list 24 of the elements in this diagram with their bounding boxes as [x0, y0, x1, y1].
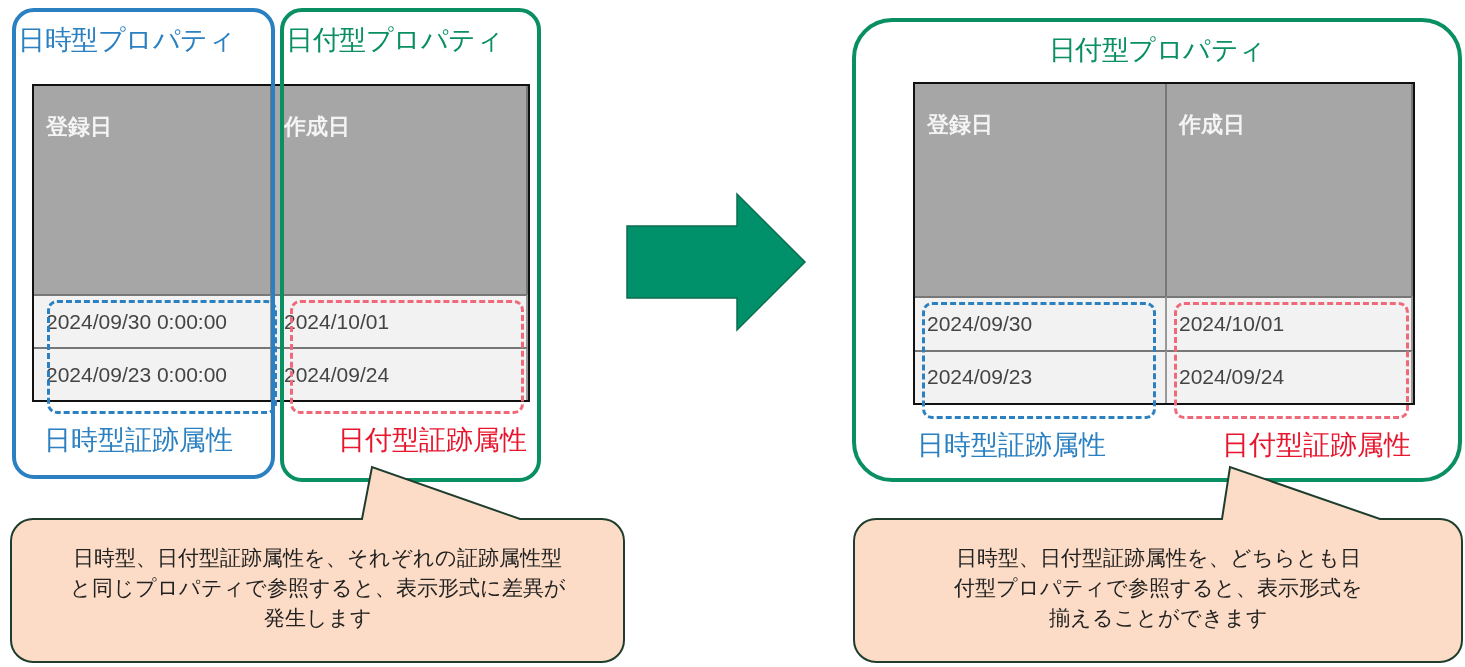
table-cell: 2024/09/30 0:00:00: [34, 294, 272, 347]
block-arrow: [626, 192, 807, 332]
property-group-box: [280, 8, 541, 482]
column-header: 作成日: [272, 86, 528, 294]
property-group-box: [852, 18, 1462, 482]
attribute-label: 日時型証跡属性: [917, 428, 1106, 462]
table-cell: 2024/09/23: [915, 349, 1167, 403]
callout-text: 日時型、日付型証跡属性を、それぞれの証跡属性型と同じプロパティで参照すると、表示形式に差異が発生します: [68, 545, 567, 632]
group-title: 日付型プロパティ: [285, 23, 504, 57]
column-header: 登録日: [34, 86, 272, 294]
table-cell: 2024/10/01: [272, 294, 528, 347]
table-cell: 2024/10/01: [1167, 296, 1413, 350]
callout-text: 日時型、日付型証跡属性を、どちらとも日付型プロパティで参照すると、表示形式を揃えることができます: [952, 545, 1364, 632]
table-cell: 2024/09/24: [1167, 349, 1413, 403]
attribute-label: 日時型証跡属性: [44, 423, 233, 457]
property-group-box: [12, 8, 275, 479]
column-header: 登録日: [915, 84, 1167, 296]
attribute-label: 日付型証跡属性: [338, 423, 527, 457]
column-header: 作成日: [1167, 84, 1413, 296]
group-title: 日付型プロパティ: [1047, 33, 1267, 67]
table-cell: 2024/09/23 0:00:00: [34, 347, 272, 400]
group-title: 日時型プロパティ: [17, 23, 236, 57]
table-cell: 2024/09/30: [915, 296, 1167, 350]
attribute-label: 日付型証跡属性: [1222, 428, 1411, 462]
